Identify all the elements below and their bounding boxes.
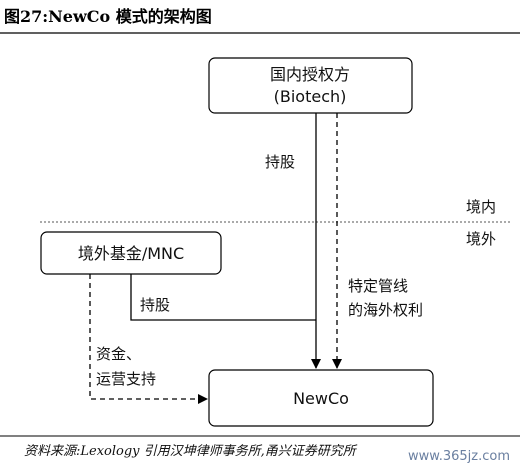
fund-label: 境外基金/MNC [78, 244, 184, 263]
figure-title: 图27:NewCo 模式的架构图 [4, 7, 212, 26]
licensor-type: (Biotech) [274, 87, 347, 106]
funding-label-2: 运营支持 [96, 370, 156, 388]
region-overseas: 境外 [466, 230, 496, 248]
holding-label-mid: 持股 [140, 296, 170, 314]
holding-path-fund [130, 274, 316, 321]
licensor-box [208, 57, 413, 114]
funding-label-1: 资金、 [96, 345, 141, 363]
rights-label-1: 特定管线 [348, 277, 408, 295]
newco-label: NewCo [293, 389, 349, 408]
source-note: 资料来源:Lexology 引用汉坤律师事务所,甬兴证券研究所 [24, 443, 358, 459]
funding-arrow [89, 274, 208, 404]
rights-label-2: 的海外权利 [348, 301, 423, 319]
holding-label-top: 持股 [265, 153, 295, 171]
region-domestic: 境内 [466, 198, 496, 216]
licensor-name: 国内授权方 [270, 65, 350, 84]
watermark: www.365jz.com [408, 449, 510, 464]
newco-box [208, 369, 434, 427]
